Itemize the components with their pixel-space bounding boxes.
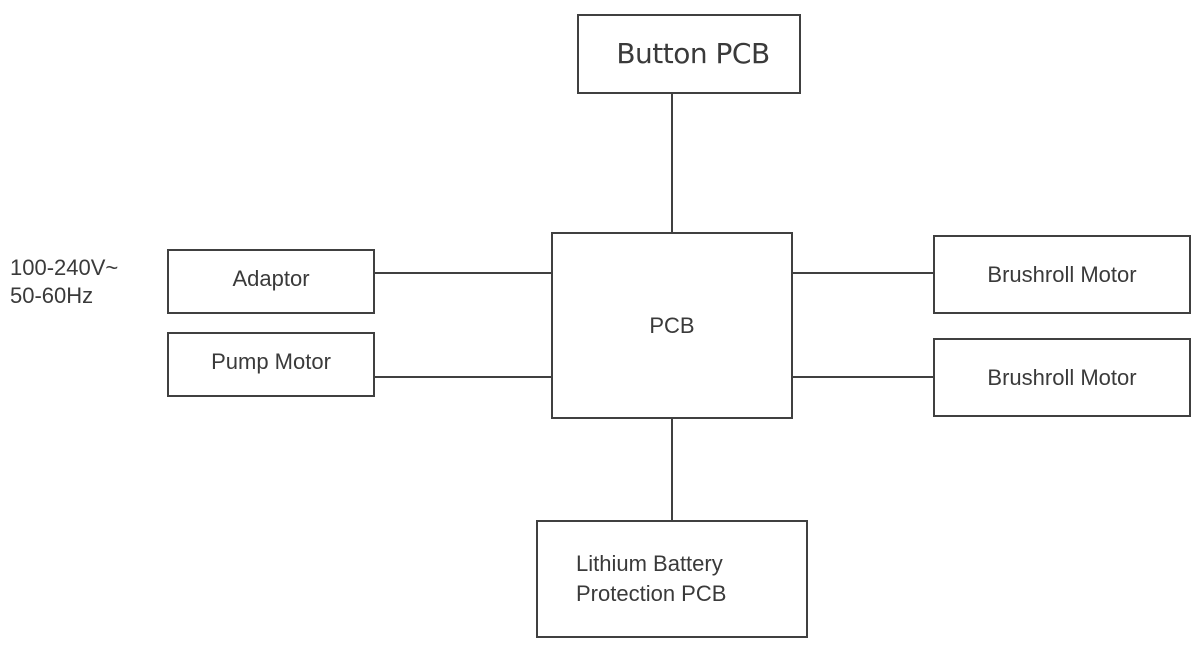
node-battery-label-line1: Lithium Battery [576, 551, 723, 577]
node-button-pcb-label: Button PCB [616, 37, 770, 71]
node-pcb-label: PCB [649, 312, 695, 338]
power-frequency: 50-60Hz [10, 283, 94, 308]
node-adaptor-label: Adaptor [232, 265, 310, 291]
node-adaptor: Adaptor [167, 249, 375, 314]
node-pump-motor: Pump Motor [167, 332, 375, 397]
node-brushroll-motor-2: Brushroll Motor [933, 338, 1191, 417]
node-pump-motor-label: Pump Motor [211, 348, 331, 374]
node-brushroll-motor-1: Brushroll Motor [933, 235, 1191, 314]
power-input-label: 100-240V~ 50-60Hz [10, 254, 118, 310]
node-battery-label-line2: Protection PCB [576, 581, 727, 606]
node-pcb: PCB [551, 232, 793, 419]
node-brushroll-motor-1-label: Brushroll Motor [987, 261, 1137, 287]
power-voltage: 100-240V~ [10, 255, 119, 280]
node-button-pcb: Button PCB [577, 14, 801, 94]
node-battery-label: Lithium Battery Protection PCB [576, 549, 726, 608]
node-brushroll-motor-2-label: Brushroll Motor [987, 364, 1137, 390]
node-lithium-battery-protection-pcb: Lithium Battery Protection PCB [536, 520, 808, 638]
